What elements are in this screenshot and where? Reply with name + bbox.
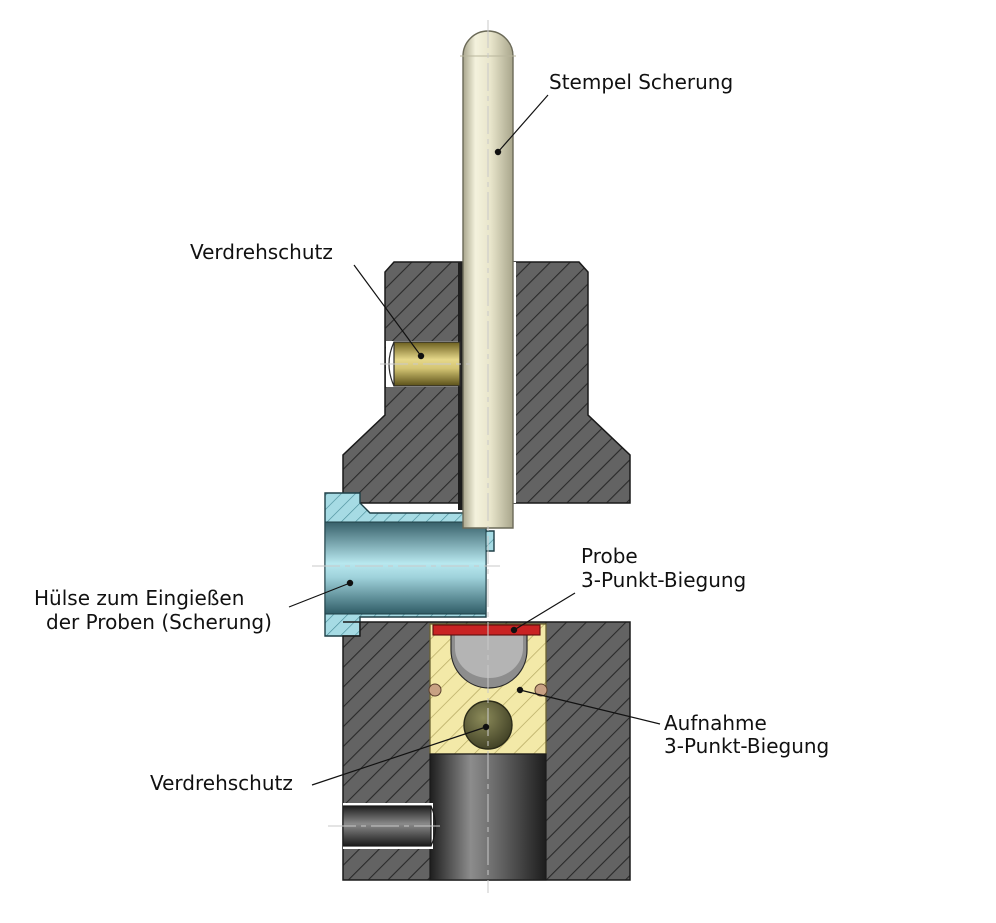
- leader-verdrehschutz-bottom: [311, 726, 487, 786]
- leader-verdrehschutz-bottom-dot: [482, 723, 490, 731]
- leader-huelse: [288, 582, 351, 608]
- bore-shadow: [458, 262, 465, 503]
- label-probe-line1: Probe: [581, 544, 638, 568]
- label-aufnahme-line1: Aufnahme: [664, 711, 767, 735]
- label-huelse-line2: der Proben (Scherung): [46, 610, 272, 634]
- labels: Stempel Scherung Verdrehschutz Hülse zum…: [34, 70, 829, 795]
- huelse-sleeve: [324, 492, 495, 637]
- leader-huelse-dot: [346, 579, 354, 587]
- label-probe-line2: 3-Punkt-Biegung: [581, 568, 746, 592]
- leader-aufnahme-dot: [516, 686, 524, 694]
- leader-stempel: [497, 94, 549, 153]
- label-huelse-line1: Hülse zum Eingießen: [34, 586, 244, 610]
- leader-probe-dot: [510, 626, 518, 634]
- center-lines: [312, 20, 500, 893]
- leader-verdrehschutz-top-dot: [417, 352, 425, 360]
- label-stempel: Stempel Scherung: [549, 70, 733, 94]
- label-verdrehschutz-bottom: Verdrehschutz: [150, 771, 293, 795]
- leader-stempel-dot: [494, 148, 502, 156]
- leader-lines: [288, 94, 661, 786]
- probe-sample: [432, 624, 541, 636]
- label-aufnahme-line2: 3-Punkt-Biegung: [664, 734, 829, 758]
- leader-probe: [513, 592, 576, 631]
- leader-verdrehschutz-top: [353, 264, 422, 357]
- label-verdrehschutz-top: Verdrehschutz: [190, 240, 333, 264]
- leader-aufnahme: [519, 689, 661, 725]
